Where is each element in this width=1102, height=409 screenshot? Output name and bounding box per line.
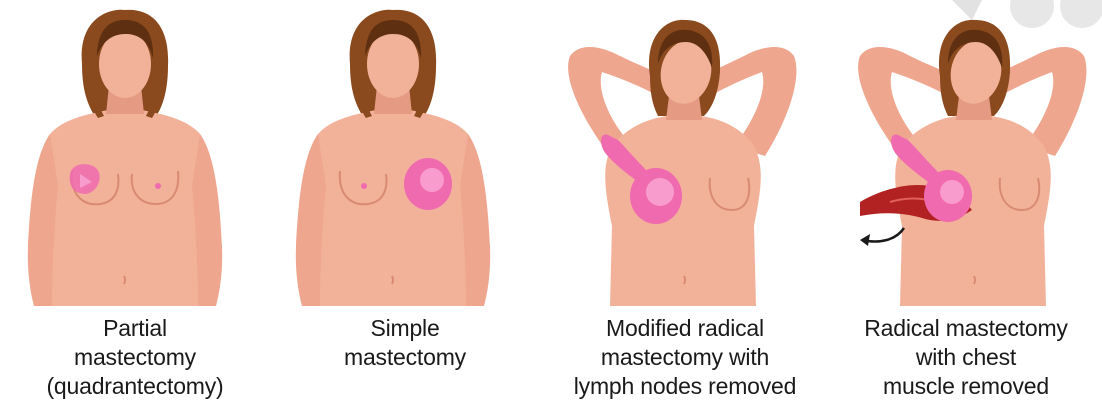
panel-modified-radical-mastectomy: Modified radical mastectomy with lymph n… [540,0,830,409]
caption-line: Partial [0,314,270,343]
caption-line: Simple [270,314,540,343]
caption-line: Modified radical [540,314,830,343]
caption-modified-radical-mastectomy: Modified radical mastectomy with lymph n… [540,314,830,401]
caption-simple-mastectomy: Simple mastectomy [270,314,540,372]
caption-partial-mastectomy: Partial mastectomy (quadrantectomy) [0,314,270,401]
caption-line: Radical mastectomy [830,314,1102,343]
figure-partial-mastectomy [0,6,270,306]
caption-line: with chest [830,343,1102,372]
caption-radical-mastectomy: Radical mastectomy with chest muscle rem… [830,314,1102,401]
caption-line: lymph nodes removed [540,372,830,401]
figure-simple-mastectomy [270,6,540,306]
panel-simple-mastectomy: Simple mastectomy [270,0,540,409]
figure-modified-radical-mastectomy [540,6,830,306]
watermark-shape [942,0,1102,60]
caption-line: (quadrantectomy) [0,372,270,401]
caption-line: mastectomy [270,343,540,372]
panel-radical-mastectomy: Radical mastectomy with chest muscle rem… [830,0,1102,409]
caption-line: muscle removed [830,372,1102,401]
panel-partial-mastectomy: Partial mastectomy (quadrantectomy) [0,0,270,409]
caption-line: mastectomy with [540,343,830,372]
caption-line: mastectomy [0,343,270,372]
